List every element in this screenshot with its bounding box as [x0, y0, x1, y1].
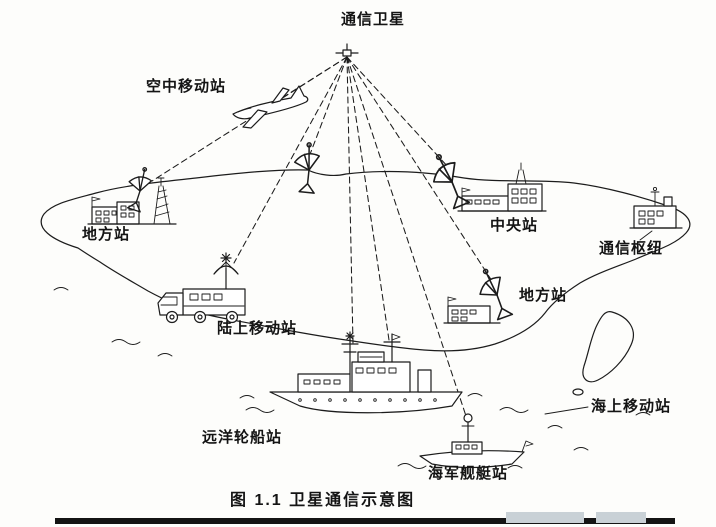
label-central-station: 中央站 — [490, 217, 539, 234]
figure-caption: 图 1.1 卫星通信示意图 — [230, 492, 416, 509]
label-sea-mobile-station: 海上移动站 — [591, 398, 672, 415]
ocean-ship-icon — [269, 331, 463, 414]
label-local-station-left: 地方站 — [82, 226, 131, 243]
label-ocean-ship-station: 远洋轮船站 — [202, 429, 283, 446]
satellite-links — [151, 56, 493, 417]
left-local-station — [87, 166, 177, 225]
island-outline — [40, 169, 691, 352]
station-buildings — [87, 196, 177, 225]
label-comm-satellite: 通信卫星 — [341, 11, 406, 28]
central-station — [432, 154, 547, 212]
station-buildings — [457, 162, 547, 212]
satellite-dish-icon — [479, 268, 514, 321]
land-mobile-truck — [157, 252, 246, 324]
navy-vessel-icon — [419, 413, 534, 469]
leader-line — [639, 230, 653, 241]
satellite-icon — [335, 43, 359, 57]
airplane-icon — [232, 85, 309, 129]
label-navy-vessel-station: 海军舰艇站 — [428, 465, 509, 482]
satellite-dish-icon — [126, 166, 153, 213]
label-comm-hub: 通信枢纽 — [599, 240, 664, 257]
water-waves — [53, 287, 651, 469]
radio-tower-icon — [153, 177, 171, 225]
label-air-mobile-station: 空中移动站 — [146, 78, 227, 95]
label-local-station-right: 地方站 — [519, 287, 568, 304]
truck-icon — [157, 288, 246, 324]
center-dish-icon — [293, 142, 321, 194]
small-island — [572, 311, 634, 396]
comm-hub-buildings — [629, 186, 683, 241]
leader-line — [544, 406, 589, 415]
satellite-dish-icon — [432, 154, 471, 210]
truck-antenna-icon — [213, 252, 239, 290]
label-land-mobile-station: 陆上移动站 — [217, 320, 298, 337]
right-local-station — [443, 268, 514, 324]
boat-antenna-icon — [461, 413, 475, 443]
station-buildings — [443, 296, 501, 324]
scan-artifacts — [55, 512, 675, 524]
ship-mast-icon — [341, 331, 401, 375]
